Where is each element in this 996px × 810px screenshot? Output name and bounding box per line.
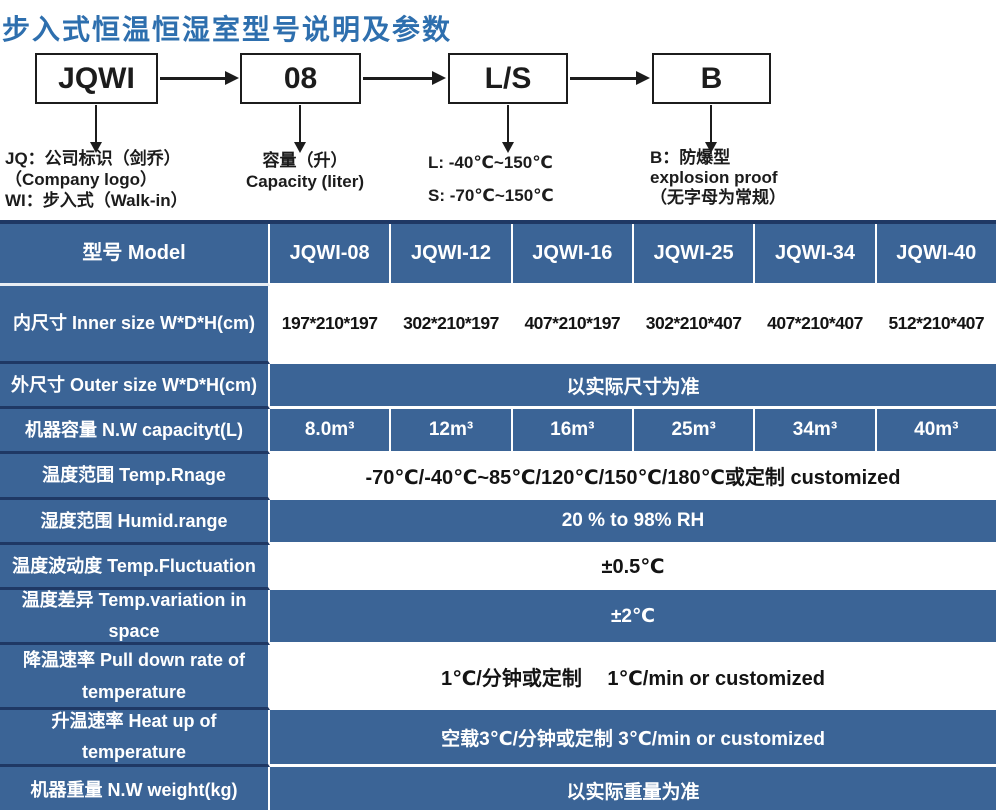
table-row-capacity: 机器容量 N.W capacityt(L) 8.0m³ 12m³ 16m³ 25… (0, 409, 996, 454)
note-temp-code: L: -40℃~150℃ S: -70℃~150℃ (428, 152, 554, 206)
cell-value: 1℃/分钟或定制 1℃/min or customized (270, 645, 996, 710)
cell-value: 407*210*407 (753, 286, 875, 364)
cell-value: 34m³ (753, 409, 875, 454)
row-label: 外尺寸 Outer size W*D*H(cm) (0, 364, 270, 409)
note-line: B：防爆型 (650, 148, 731, 167)
row-label: 温度波动度 Temp.Fluctuation (0, 545, 270, 590)
note-line: （Company logo） (5, 170, 158, 189)
cell-value: ±2℃ (270, 590, 996, 645)
row-label: 内尺寸 Inner size W*D*H(cm) (0, 286, 270, 364)
table-row-temp-fluctuation: 温度波动度 Temp.Fluctuation ±0.5℃ (0, 545, 996, 590)
table-row-pull-down-rate: 降温速率 Pull down rate of temperature 1℃/分钟… (0, 645, 996, 710)
note-capacity-code: 容量（升） Capacity (liter) (210, 150, 400, 192)
note-line: （无字母为常规） (650, 188, 786, 207)
note-company-code: JQ：公司标识（剑乔） （Company logo） WI：步入式（Walk-i… (5, 148, 188, 211)
note-line: JQ：公司标识（剑乔） (5, 149, 181, 168)
note-explosion-code: B：防爆型 explosion proof （无字母为常规） (650, 148, 786, 208)
header-col: JQWI-16 (510, 224, 632, 286)
arrow-down-icon (294, 105, 306, 153)
cell-value: 302*210*197 (389, 286, 511, 364)
flow-box-capacity-code: 08 (240, 53, 361, 104)
cell-value: 空载3℃/分钟或定制 3℃/min or customized (270, 710, 996, 767)
table-row-heat-up-rate: 升温速率 Heat up of temperature 空载3℃/分钟或定制 3… (0, 710, 996, 767)
row-label: 湿度范围 Humid.range (0, 500, 270, 545)
table-row-temp-range: 温度范围 Temp.Rnage -70℃/-40℃~85℃/120℃/150℃/… (0, 454, 996, 500)
cell-value: 20 % to 98% RH (270, 500, 996, 545)
arrow-right-icon (570, 71, 650, 85)
arrow-right-icon (363, 71, 446, 85)
header-col: JQWI-34 (753, 224, 875, 286)
spec-table: 型号 Model JQWI-08 JQWI-12 JQWI-16 JQWI-25… (0, 220, 996, 810)
cell-value: -70℃/-40℃~85℃/120℃/150℃/180℃或定制 customiz… (270, 454, 996, 500)
cell-value: 40m³ (874, 409, 996, 454)
table-header-row: 型号 Model JQWI-08 JQWI-12 JQWI-16 JQWI-25… (0, 224, 996, 286)
cell-value: 以实际尺寸为准 (270, 364, 996, 409)
cell-value: ±0.5℃ (270, 545, 996, 590)
cell-value: 25m³ (631, 409, 754, 454)
table-top-border (0, 220, 996, 224)
note-line: S: -70℃~150℃ (428, 186, 554, 205)
model-code-diagram: JQWI 08 L/S B JQ：公司标识（剑乔） （Company logo）… (0, 0, 996, 218)
arrow-right-icon (160, 71, 239, 85)
table-row-weight: 机器重量 N.W weight(kg) 以实际重量为准 (0, 767, 996, 810)
row-label: 温度差异 Temp.variation in space (0, 590, 270, 645)
cell-value: 302*210*407 (631, 286, 754, 364)
cell-value: 8.0m³ (270, 409, 390, 454)
cell-value: 512*210*407 (874, 286, 996, 364)
flow-box-explosion-code: B (652, 53, 771, 104)
note-line: explosion proof (650, 168, 778, 187)
header-model-label: 型号 Model (0, 224, 270, 286)
header-col: JQWI-08 (270, 224, 390, 286)
header-col: JQWI-40 (874, 224, 996, 286)
page-title: 步入式恒温恒湿室型号说明及参数 (2, 14, 453, 45)
note-line: Capacity (liter) (245, 172, 365, 191)
header-col: JQWI-25 (631, 224, 754, 286)
row-label: 温度范围 Temp.Rnage (0, 454, 270, 500)
table-row-temp-variation: 温度差异 Temp.variation in space ±2℃ (0, 590, 996, 645)
row-label: 降温速率 Pull down rate of temperature (0, 645, 270, 710)
note-line: 容量（升） (262, 151, 348, 170)
cell-value: 407*210*197 (510, 286, 632, 364)
row-label: 机器重量 N.W weight(kg) (0, 767, 270, 810)
note-line: WI：步入式（Walk-in） (5, 191, 188, 210)
table-row-humidity-range: 湿度范围 Humid.range 20 % to 98% RH (0, 500, 996, 545)
cell-value: 16m³ (510, 409, 632, 454)
cell-value: 12m³ (389, 409, 511, 454)
table-row-inner-size: 内尺寸 Inner size W*D*H(cm) 197*210*197 302… (0, 286, 996, 364)
cell-value: 以实际重量为准 (270, 767, 996, 810)
row-label: 升温速率 Heat up of temperature (0, 710, 270, 767)
arrow-down-icon (705, 105, 717, 153)
arrow-down-icon (90, 105, 102, 153)
cell-value: 197*210*197 (270, 286, 390, 364)
table-row-outer-size: 外尺寸 Outer size W*D*H(cm) 以实际尺寸为准 (0, 364, 996, 409)
flow-box-temp-code: L/S (448, 53, 568, 104)
flow-box-company-code: JQWI (35, 53, 158, 104)
row-label: 机器容量 N.W capacityt(L) (0, 409, 270, 454)
arrow-down-icon (502, 105, 514, 153)
header-col: JQWI-12 (389, 224, 511, 286)
note-line: L: -40℃~150℃ (428, 153, 553, 172)
